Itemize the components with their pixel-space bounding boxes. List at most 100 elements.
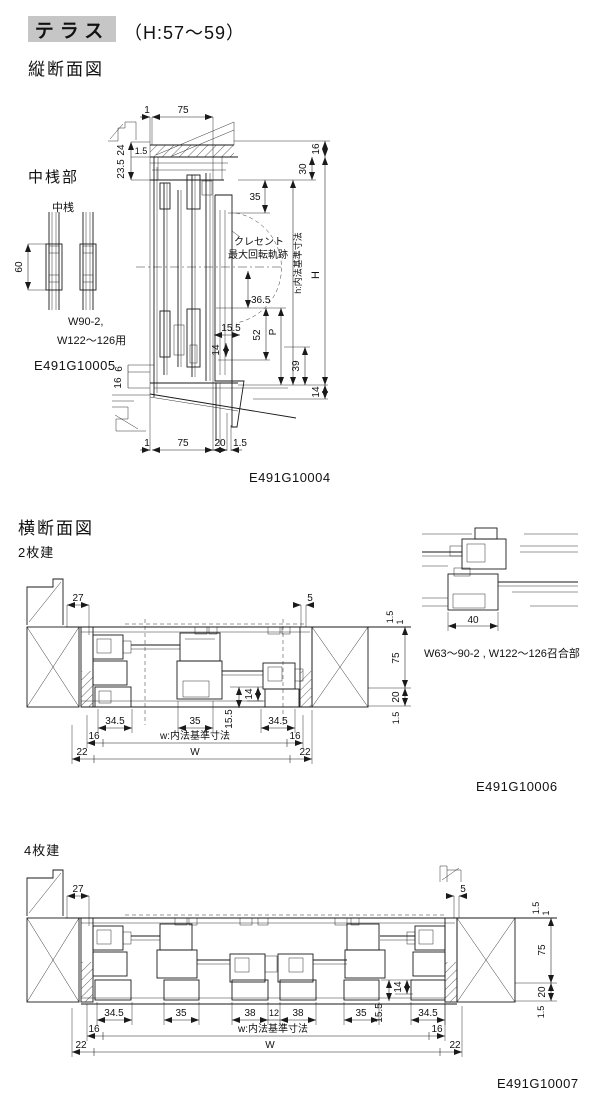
dim-75: 75 [537, 944, 548, 956]
four-panel-drawing: 27 5 1.5 1 75 20 1.5 34.5 35 38 12 38 35… [26, 865, 557, 1057]
sash-profiles [153, 157, 233, 427]
dim-1: 1 [541, 910, 551, 915]
head-track [65, 623, 312, 635]
frame-head [150, 157, 228, 181]
nakazan-use-line1: W90-2, [68, 316, 104, 328]
dim-1-5b: 1.5 [391, 712, 401, 725]
dim-34-5b: 34.5 [418, 1008, 438, 1019]
crescent-note-2: 最大回転軌跡 [228, 248, 288, 261]
two-panel-drawing: 27 5 1.5 1 75 20 1.5 34.5 35 15.5 14 34.… [26, 578, 411, 764]
dim-15-5: 15.5 [374, 1003, 385, 1023]
height-range: （H:57～59） [124, 23, 246, 43]
rail-profile-b [79, 212, 97, 310]
dim-1-5b: 1.5 [536, 1006, 546, 1019]
code-e491g10004: E491G10004 [249, 470, 331, 485]
nakazan-use-line2: W122～126用 [57, 335, 127, 347]
dim-34-5b: 34.5 [268, 716, 288, 727]
meeting-stile-detail-drawing: 40 [422, 527, 578, 631]
dim-6: 6 [114, 366, 125, 372]
code-e491g10006: E491G10006 [476, 779, 558, 794]
dim-16-right: 16 [311, 143, 322, 155]
dim-38a: 38 [244, 1008, 256, 1019]
dim-12: 12 [269, 1008, 279, 1018]
vertical-section-title: 縦断面図 [28, 60, 104, 79]
nakazan-title: 中桟部 [28, 169, 80, 186]
terrace-tag-label: テラス [34, 20, 110, 42]
dim-27: 27 [72, 884, 84, 895]
dim-1-5-bottom: 1.5 [233, 438, 247, 449]
dim-14: 14 [244, 688, 255, 700]
dim-15-5: 15.5 [224, 709, 235, 729]
dim-14-bottom: 14 [311, 386, 322, 398]
top-right-wall-step [439, 865, 462, 882]
dimension-labels: 1 75 1.5 24 23.5 16 30 35 36.5 15.5 52 P… [113, 105, 322, 449]
dim-1-bottom: 1 [144, 438, 150, 449]
dim-20-bottom: 20 [214, 438, 226, 449]
dim-52: 52 [252, 329, 263, 341]
dim-75-top: 75 [177, 105, 189, 116]
dim-1-5a: 1.5 [531, 902, 541, 915]
dim-36-5: 36.5 [251, 295, 271, 306]
code-e491g10007: E491G10007 [497, 1076, 579, 1091]
dim-w-label: w:内法基準寸法 [237, 1022, 308, 1035]
dim-22a: 22 [75, 1040, 87, 1051]
dim-24: 24 [116, 144, 127, 156]
dim-16b: 16 [431, 1024, 443, 1035]
dim-35a: 35 [175, 1008, 187, 1019]
nakazan-label: 中桟 [52, 202, 74, 214]
two-panel-label: 2枚建 [18, 545, 55, 560]
dim-14: 14 [393, 981, 404, 993]
dim-22a: 22 [76, 747, 88, 758]
dim-W: W [265, 1040, 275, 1051]
dimension-lines [66, 893, 554, 1057]
dim-22b: 22 [299, 747, 311, 758]
code-e491g10005: E491G10005 [34, 358, 116, 373]
dimension-lines [66, 602, 408, 764]
sill-profile [112, 380, 297, 445]
dim-38b: 38 [292, 1008, 304, 1019]
dim-5: 5 [460, 884, 466, 895]
dim-60: 60 [14, 261, 25, 273]
head-track [65, 914, 457, 926]
dimension-labels: 27 5 1.5 1 75 20 1.5 34.5 35 15.5 14 34.… [72, 593, 405, 758]
dimension-lines [127, 114, 330, 453]
dim-16b: 16 [289, 731, 301, 742]
dim-23-5: 23.5 [116, 159, 127, 179]
rail-dimension: 60 [14, 243, 46, 291]
dim-W: W [190, 747, 200, 758]
sliding-panels [81, 619, 312, 725]
dim-16a: 16 [88, 1024, 100, 1035]
dim-39: 39 [291, 360, 302, 372]
dim-20: 20 [537, 986, 548, 998]
sliding-panels [81, 923, 457, 1005]
dim-H: H [310, 271, 322, 279]
axis-h-label: h:内法基準寸法 [292, 232, 303, 294]
dim-75: 75 [391, 652, 402, 664]
dim-75-bottom: 75 [177, 438, 189, 449]
meeting-stile-caption: W63～90-2 , W122～126召合部 [424, 648, 580, 660]
dim-35b: 35 [355, 1008, 367, 1019]
detail-dimension: 40 [447, 612, 499, 631]
four-panel-label: 4枚建 [24, 843, 61, 858]
detail-profile [422, 527, 578, 611]
horizontal-section-title: 横断面図 [18, 519, 94, 538]
dim-14-mid: 14 [211, 344, 222, 356]
crescent-note-1: クレセント [234, 236, 284, 248]
terrace-tag: テラス [28, 16, 116, 42]
dim-35: 35 [249, 192, 261, 203]
rail-profile-a [45, 212, 63, 310]
dim-16a: 16 [88, 731, 100, 742]
dim-34-5a: 34.5 [104, 1008, 124, 1019]
dim-1-5a: 1.5 [385, 611, 395, 624]
dim-w-label: w:内法基準寸法 [159, 729, 230, 742]
dim-P: P [268, 328, 279, 335]
dim-35: 35 [189, 716, 201, 727]
wall-lintel [108, 121, 238, 158]
dim-1: 1 [395, 619, 405, 624]
nakazan-profile-drawing: 60 [14, 212, 97, 310]
dimension-labels: 27 5 1.5 1 75 20 1.5 34.5 35 38 12 38 35… [72, 884, 551, 1051]
dim-1-top: 1 [144, 105, 150, 116]
dim-1-5-left: 1.5 [135, 146, 148, 156]
crescent-trajectory [136, 212, 284, 324]
